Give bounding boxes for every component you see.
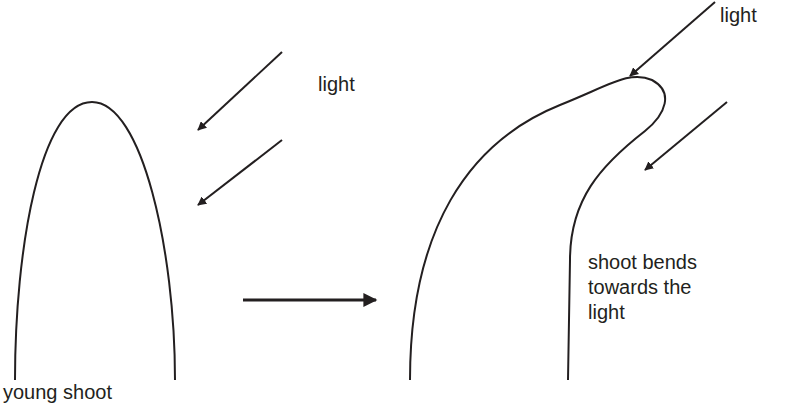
light-arrow [198, 52, 282, 130]
light-arrow [198, 140, 282, 205]
part-label: light [318, 72, 355, 97]
young-shoot-outline [15, 102, 175, 380]
light-arrow [630, 2, 715, 76]
part-label: light [720, 3, 757, 28]
bent-shoot-outline [410, 77, 665, 380]
caption-note: shoot bends towards the light [588, 250, 702, 325]
part-label: young shoot [3, 380, 112, 405]
transition-arrow [243, 299, 376, 302]
light-arrow [645, 102, 727, 170]
